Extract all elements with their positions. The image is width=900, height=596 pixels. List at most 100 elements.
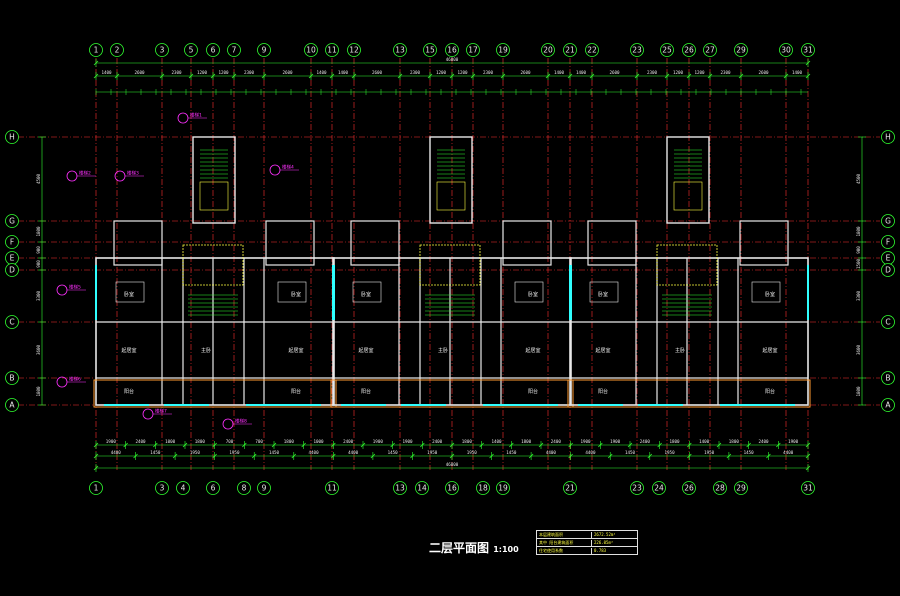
callout-circle: [269, 164, 281, 176]
right-dim-label: 900: [856, 246, 861, 254]
top-axis-bubble-circle: [682, 43, 696, 57]
right-dim-label: 4500: [856, 173, 861, 184]
callout-circle: [142, 408, 154, 420]
bathroom-block: [587, 220, 637, 266]
bottom-axis-bubble-circle: [237, 481, 251, 495]
stats-value: 2672.52m²: [594, 532, 616, 537]
top-dim-slash: [351, 73, 357, 79]
top-overall-dim-label: 46800: [446, 57, 459, 62]
bottom-dim-2-slash: [687, 453, 692, 459]
bottom-dim-1-slash: [746, 442, 751, 448]
bottom-dim-2-label: 1950: [467, 450, 478, 455]
top-dim-label: 1400: [554, 70, 565, 75]
top-dim-slash: [738, 73, 744, 79]
bottom-dim-1-slash: [449, 442, 455, 448]
bottom-dim-1-label: 2400: [551, 439, 562, 444]
bottom-dim-1-slash: [509, 442, 514, 448]
top-axis-bubble-circle: [496, 43, 510, 57]
bottom-dim-2-slash: [568, 453, 573, 459]
right-axis-bubble-label: E: [886, 254, 891, 263]
bottom-axis-bubble-circle: [630, 481, 644, 495]
top-axis-bubble-label: 12: [349, 46, 359, 55]
left-dim-label: 900: [36, 260, 41, 268]
callout-label: 楼梯7: [155, 408, 167, 415]
top-dim-slash: [500, 73, 506, 79]
top-axis-bubble-circle: [779, 43, 793, 57]
axis-grid: [18, 58, 880, 470]
top-overall-dim-slash: [805, 60, 811, 66]
bottom-dim-1-label: 1900: [580, 439, 591, 444]
bottom-dim-1-slash: [568, 442, 573, 448]
bottom-dim-1-slash: [479, 442, 484, 448]
left-dim-label: 3600: [36, 344, 41, 355]
stats-row: 住宅使用系数 0.783: [537, 547, 637, 554]
bottom-dim-1-label: 1000: [165, 439, 176, 444]
core-hatch: [419, 244, 481, 286]
bottom-overall-dim-label: 46800: [446, 462, 459, 467]
bottom-axis-bubble-circle: [496, 481, 510, 495]
room-labels: 卧室卧室起居室起居室主卧阳台阳台卧室卧室起居室起居室主卧阳台阳台卧室卧室起居室起…: [121, 291, 777, 395]
bottom-axis-bubble-circle: [176, 481, 190, 495]
top-axis-bubble-label: 19: [498, 46, 508, 55]
callout-label: 楼梯1: [190, 112, 202, 119]
bottom-axis-bubble-label: 21: [565, 484, 575, 493]
top-dim-slash: [567, 73, 573, 79]
left-axis-bubble-circle: [5, 235, 19, 249]
stair-landing: [673, 181, 703, 211]
top-dim-slash: [449, 73, 455, 79]
left-dim-label: 900: [36, 246, 41, 254]
top-axis-bubble-label: 2: [115, 46, 120, 55]
bottom-dim-1-slash: [182, 442, 188, 448]
bottom-dim-2-label: 1450: [269, 450, 280, 455]
top-dim-slash: [589, 73, 595, 79]
top-axis-bubble-circle: [304, 43, 318, 57]
bottom-dim-2-slash: [766, 453, 771, 459]
top-axis-bubble-label: 23: [632, 46, 642, 55]
bottom-axis-bubble-circle: [393, 481, 407, 495]
bathroom-block: [113, 220, 163, 266]
top-axis-bubble-circle: [445, 43, 459, 57]
left-axis-bubble-label: G: [9, 217, 15, 226]
bed-furniture: [115, 281, 145, 303]
bottom-axis-bubble-label: 14: [417, 484, 427, 493]
left-dim-label: 1800: [36, 386, 41, 397]
top-axis-bubble-circle: [423, 43, 437, 57]
bottom-dim-1-slash: [687, 442, 692, 448]
top-axis-bubble-circle: [703, 43, 717, 57]
top-axis-bubble-circle: [89, 43, 103, 57]
room-label: 卧室: [361, 291, 371, 298]
balcony-label: 阳台: [291, 388, 301, 395]
top-axis-bubble-label: 25: [662, 46, 672, 55]
bottom-dim-2-slash: [805, 453, 811, 459]
right-axis-bubble-circle: [881, 263, 895, 277]
top-dim-label: 1200: [694, 70, 705, 75]
top-dim-label: 2300: [171, 70, 182, 75]
stair-landing: [436, 181, 466, 211]
top-dim-slash: [308, 73, 314, 79]
bottom-axis-bubble-label: 6: [211, 484, 216, 493]
left-dim-label: 4500: [36, 173, 41, 184]
top-dim-slash: [231, 73, 237, 79]
top-dim-label: 2600: [134, 70, 145, 75]
bottom-dim-1-label: 700: [226, 439, 234, 444]
top-axis-bubble-label: 26: [684, 46, 694, 55]
top-dim-slash: [545, 73, 551, 79]
bottom-axis-bubble-circle: [325, 481, 339, 495]
top-dim-label: 1400: [792, 70, 803, 75]
bottom-dim-1-slash: [331, 442, 336, 448]
top-dim-label: 2300: [483, 70, 494, 75]
bottom-dim-2-label: 1950: [427, 450, 438, 455]
bottom-axis-bubble-label: 31: [803, 484, 813, 493]
bathroom-block: [502, 220, 552, 266]
bottom-dim-1-label: 700: [255, 439, 263, 444]
bottom-dim-1-slash: [538, 442, 544, 448]
bottom-dim-2-label: 4400: [111, 450, 122, 455]
left-axis-bubble-circle: [5, 130, 19, 144]
stair-tower: [666, 136, 710, 224]
bottom-dim-2-slash: [93, 453, 99, 459]
core-hatch: [656, 244, 718, 286]
callout-circle: [66, 170, 78, 182]
top-axis-bubble-circle: [155, 43, 169, 57]
bottom-axis-bubble-label: 4: [181, 484, 186, 493]
bottom-axis-bubble-circle: [89, 481, 103, 495]
